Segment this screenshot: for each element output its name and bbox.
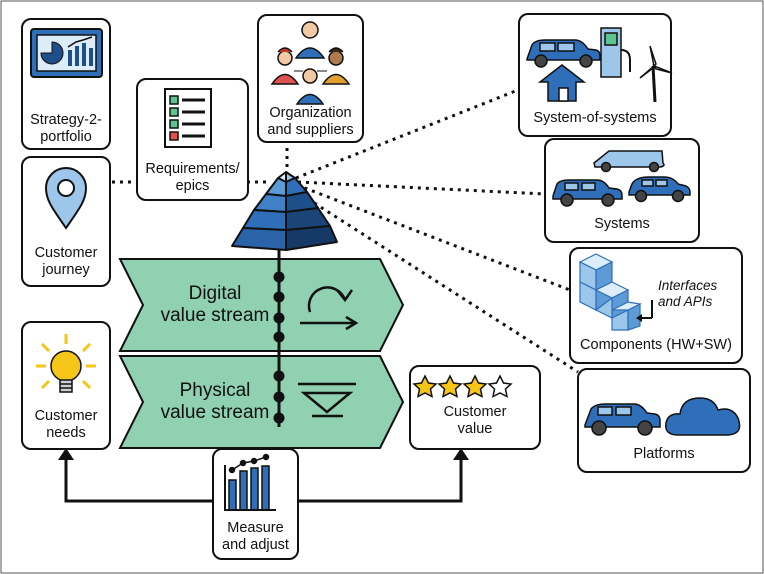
components-label-line-1: Components (HW+SW) (580, 337, 732, 353)
digital-value-stream (118, 258, 405, 352)
feedback-arrows (58, 448, 469, 503)
measure-label-line-1: Measure (227, 520, 284, 536)
map-pin-icon (44, 167, 88, 230)
customer-journey-label-line-2: journey (42, 262, 90, 278)
cars-icon (552, 150, 691, 207)
requirements-label: Requirements/ epics (137, 161, 248, 195)
customer-needs-label-line-1: Customer (34, 408, 98, 424)
star-filled-1 (412, 374, 438, 398)
dotted-connectors (112, 88, 579, 374)
car-house-charger-turbine-icon (526, 27, 673, 103)
systems-label-line-1: Systems (594, 216, 650, 232)
customer-value-label: Customer value (410, 404, 540, 438)
physical-value-stream (118, 355, 405, 449)
strategy-label: Strategy-2- portfolio (22, 112, 110, 146)
dashboard-monitor-icon (30, 28, 103, 78)
cubes-icon (578, 253, 653, 331)
connector-platforms (293, 188, 579, 374)
people-icon (270, 21, 351, 105)
system-of-systems-label-line-1: System-of-systems (533, 110, 657, 126)
interfaces-note-line-1: Interfaces (658, 278, 718, 293)
components-box (569, 247, 743, 364)
car-cloud-icon (584, 397, 741, 436)
physical-value-stream-label: Physical value stream (150, 380, 280, 424)
system-of-systems-label: System-of-systems (519, 110, 671, 127)
checklist-icon (164, 88, 212, 148)
customer-journey-label-line-1: Customer (34, 245, 98, 261)
bar-chart-icon (224, 453, 276, 511)
connector-components (296, 183, 571, 292)
customer-value-label-line-1: Customer (443, 404, 507, 420)
strategy-label-line-2: portfolio (40, 129, 92, 145)
digital-value-stream-label: Digital value stream (150, 283, 280, 327)
customer-value-label-line-2: value (457, 421, 493, 437)
requirements-label-line-2: epics (175, 178, 210, 194)
strategy-label-line-1: Strategy-2- (30, 112, 102, 128)
digital-label-line-1: Digital (188, 283, 242, 304)
organization-label: Organization and suppliers (258, 105, 363, 139)
components-label: Components (HW+SW) (570, 337, 742, 354)
stars-icon (412, 374, 513, 398)
star-filled-3 (462, 374, 488, 398)
platform-pyramid-icon (231, 171, 338, 251)
interfaces-note-line-2: and APIs (658, 294, 713, 309)
lightbulb-icon (36, 334, 96, 393)
organization-label-line-2: and suppliers (267, 122, 354, 138)
systems-label: Systems (545, 216, 699, 233)
physical-label-line-2: value stream (160, 402, 270, 423)
digital-label-line-2: value stream (160, 305, 270, 326)
value-stream-spine (273, 248, 285, 427)
star-empty-4 (487, 374, 513, 398)
customer-journey-label: Customer journey (22, 245, 110, 279)
physical-label-line-1: Physical (179, 380, 251, 401)
funnel-triangle-icon (298, 382, 356, 418)
interfaces-note: Interfaces and APIs (658, 278, 740, 310)
customer-needs-label: Customer needs (22, 408, 110, 442)
measure-label-line-2: and adjust (222, 537, 289, 553)
connector-systems (297, 180, 546, 196)
requirements-label-line-1: Requirements/ (145, 161, 240, 177)
platforms-label: Platforms (578, 446, 750, 463)
star-filled-2 (437, 374, 463, 398)
platforms-box (577, 368, 751, 473)
arrow-to-customer-value (298, 458, 463, 503)
organization-label-line-1: Organization (269, 105, 352, 121)
platforms-label-line-1: Platforms (633, 446, 695, 462)
measure-label: Measure and adjust (213, 520, 298, 554)
customer-needs-label-line-2: needs (46, 425, 86, 441)
cycle-arrow-icon (300, 286, 359, 331)
arrow-to-customer-needs (64, 458, 213, 503)
